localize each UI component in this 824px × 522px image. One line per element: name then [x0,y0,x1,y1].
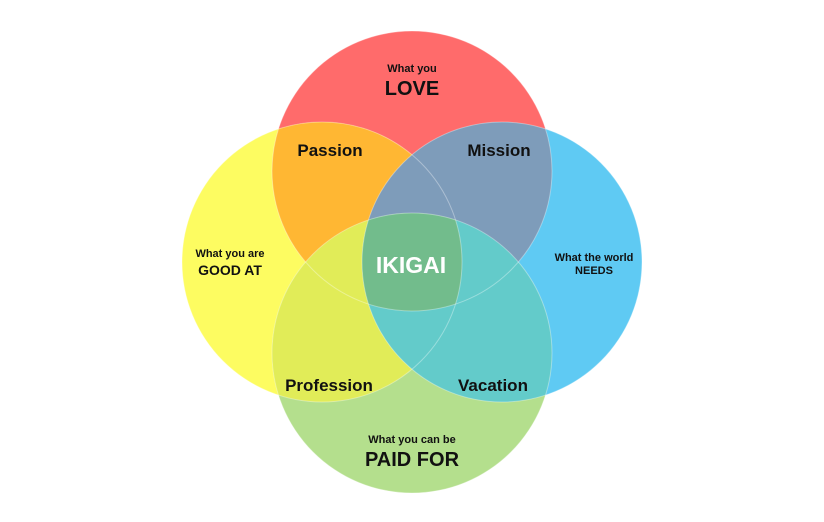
good-at-small-label: What you are [195,248,264,260]
good-at-big-label: GOOD AT [198,262,262,278]
needs-small-label: What the world [555,252,634,264]
profession-label: Profession [285,376,373,395]
ikigai-center-label: IKIGAI [376,252,446,278]
love-small-label: What you [387,63,437,75]
mission-label: Mission [467,141,530,160]
vacation-label: Vacation [458,376,528,395]
vacation-overlap [362,213,552,402]
love-big-label: LOVE [385,78,439,100]
passion-label: Passion [297,141,362,160]
needs-big-label: NEEDS [575,265,613,277]
paid-small-label: What you can be [368,434,455,446]
paid-big-label: PAID FOR [365,449,460,471]
